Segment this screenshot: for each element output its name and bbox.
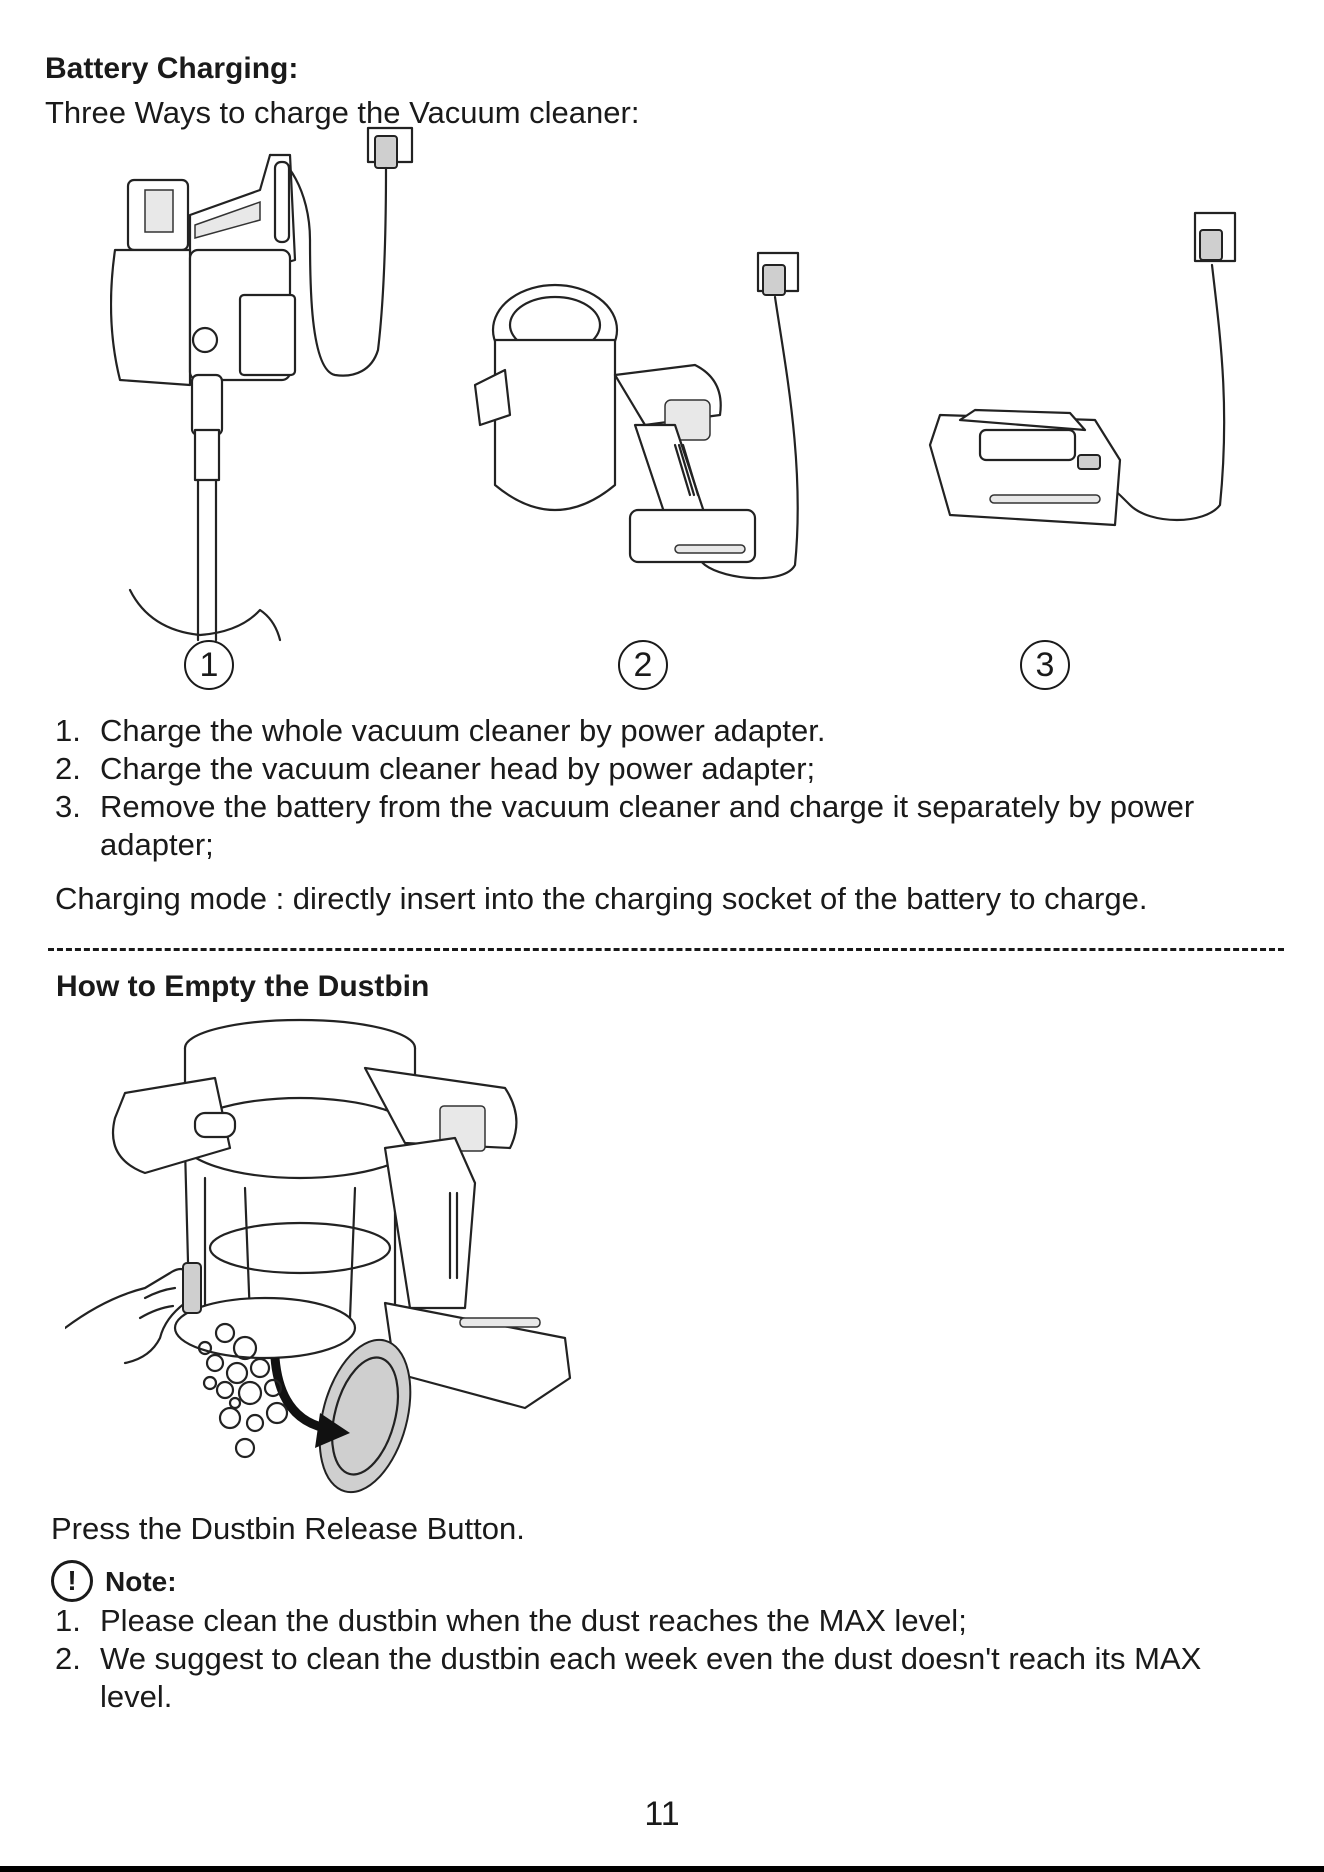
list-item: 2.We suggest to clean the dustbin each w… [55,1641,1202,1714]
charging-mode-text: Charging mode : directly insert into the… [55,881,1148,916]
list-item: 1.Please clean the dustbin when the dust… [55,1603,967,1638]
list-item: 2.Charge the vacuum cleaner head by powe… [55,751,816,786]
battery-charging-heading: Battery Charging: [45,52,299,85]
exclamation-icon: ! [51,1560,93,1602]
vacuum-whole-charging-illustration [110,126,414,642]
battery-charging-intro: Three Ways to charge the Vacuum cleaner: [45,95,640,130]
list-item: 1.Charge the whole vacuum cleaner by pow… [55,713,826,748]
figure-label-3: 3 [1020,640,1070,690]
dustbin-notes-list: 1.Please clean the dustbin when the dust… [55,1602,1295,1716]
note-label: Note: [105,1566,177,1597]
battery-separate-charging-illustration [928,211,1237,527]
figure-label-2: 2 [618,640,668,690]
charging-steps-list: 1.Charge the whole vacuum cleaner by pow… [55,712,1295,864]
list-item: 3.Remove the battery from the vacuum cle… [55,789,1195,862]
vacuum-head-charging-illustration [473,251,800,580]
dustbin-instruction: Press the Dustbin Release Button. [51,1511,525,1546]
bottom-border [0,1866,1324,1872]
page-number: 11 [644,1795,680,1833]
section-divider [48,948,1284,951]
dustbin-heading: How to Empty the Dustbin [56,970,430,1003]
figure-label-1: 1 [184,640,234,690]
dustbin-emptying-illustration [65,1018,572,1494]
